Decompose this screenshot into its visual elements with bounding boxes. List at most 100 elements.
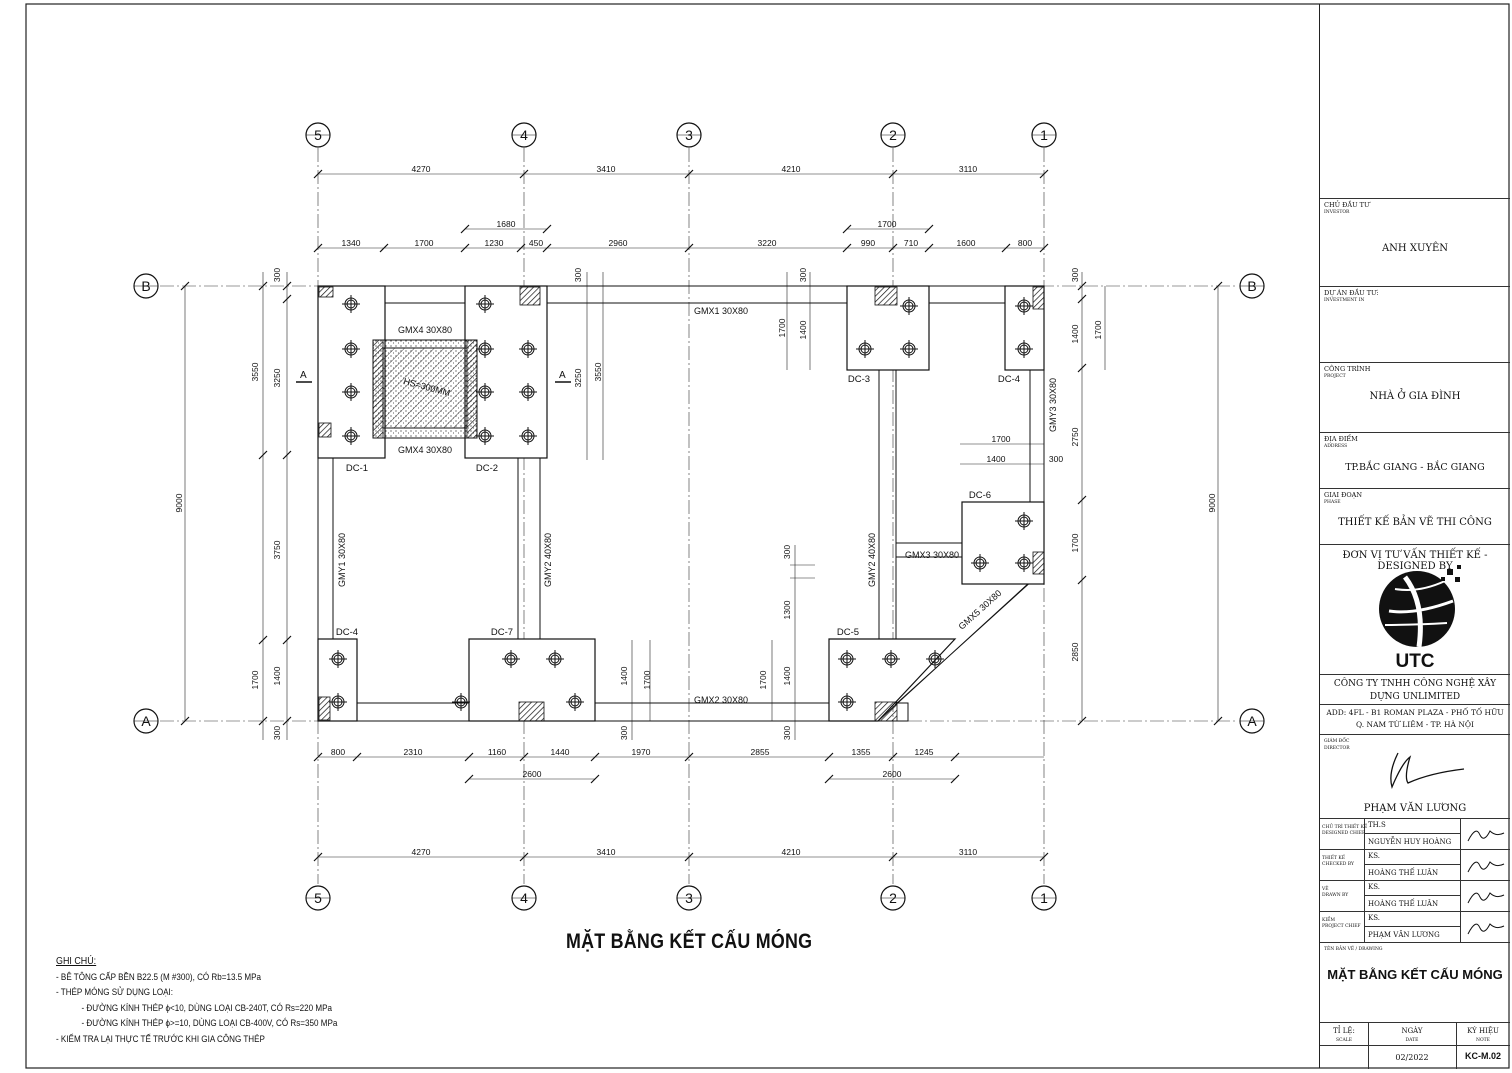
svg-text:3550: 3550	[250, 362, 260, 381]
signature-icon	[1467, 861, 1505, 873]
axis-bubble-a-right: A	[1239, 708, 1265, 734]
label-gmy2-left: GMY2 40X80	[543, 533, 553, 587]
pile-mark	[452, 693, 470, 711]
note-line-2: - THÉP MÓNG SỬ DỤNG LOẠI:	[56, 987, 173, 998]
label-gmx1: GMX1 30X80	[694, 306, 748, 316]
dim-bot-4: 3110	[959, 847, 978, 857]
label-dc4-top: DC-4	[998, 374, 1020, 385]
pile-mark	[1015, 297, 1033, 315]
investment-label: DỰ ÁN ĐẦU TƯ:	[1324, 289, 1379, 297]
axis-bubble-3-top: 3	[676, 122, 702, 148]
role-name: PHẠM VĂN LƯƠNG	[1368, 931, 1440, 939]
label-gmx4-bottom: GMX4 30X80	[398, 445, 452, 455]
pile-mark	[329, 693, 347, 711]
address-sub: ADDRESS	[1324, 444, 1348, 449]
svg-text:300: 300	[272, 726, 282, 740]
dim-d2: 1700	[415, 238, 434, 248]
dim-b5: 1970	[632, 747, 651, 757]
dim-d8: 710	[904, 238, 918, 248]
svg-text:300: 300	[573, 268, 583, 282]
pile-mark	[900, 297, 918, 315]
designer-label: ĐƠN VỊ TƯ VẤN THIẾT KẾ - DESIGNED BY	[1342, 550, 1488, 572]
note-line-4: - ĐƯỜNG KÍNH THÉP ϕ>=10, DÙNG LOẠI CB-40…	[81, 1018, 338, 1029]
dim-d4: 450	[529, 238, 543, 248]
svg-text:B: B	[141, 278, 150, 294]
investment-sub: INVESTMENT IN	[1324, 298, 1365, 303]
pile-mark	[519, 383, 537, 401]
svg-text:1700: 1700	[758, 670, 768, 689]
svg-text:300: 300	[1070, 268, 1080, 282]
grid-lines	[160, 148, 1238, 884]
pile-mark	[856, 340, 874, 358]
svg-text:2: 2	[889, 127, 897, 143]
section-marks: A A	[296, 370, 571, 383]
footing-labels: DC-1 DC-2 DC-3 DC-4 DC-6 DC-4 DC-7 DC-5	[336, 374, 1020, 638]
label-dc6: DC-6	[969, 490, 991, 501]
label-gmy3: GMY3 30X80	[1048, 378, 1058, 432]
dim-top-1: 4270	[412, 164, 431, 174]
dimension-texts: 4270 3410 4210 3110 1680 1700 1340 1700 …	[331, 164, 1063, 857]
svg-text:1: 1	[1040, 890, 1048, 906]
dim-bot-2: 3410	[597, 847, 616, 857]
axis-bubble-3-bottom: 3	[676, 885, 702, 911]
company-address-1: ADD: 4FL - B1 ROMAN PLAZA - PHỐ TỐ HỮU	[1326, 708, 1504, 717]
label-dc4-bottom: DC-4	[336, 627, 358, 638]
pile-mark	[926, 650, 944, 668]
label-dc2: DC-2	[476, 463, 498, 474]
beam-gmx1	[317, 285, 1045, 304]
pile-mark	[838, 650, 856, 668]
svg-text:300: 300	[272, 268, 282, 282]
axis-bubble-b-right: B	[1239, 273, 1265, 299]
date-label: NGÀY	[1401, 1027, 1423, 1035]
axis-bubble-2-top: 2	[880, 122, 906, 148]
svg-text:A: A	[300, 370, 307, 381]
dim-dc6-1400: 1400	[987, 454, 1006, 464]
svg-text:3250: 3250	[272, 368, 282, 387]
director-signature-icon	[1390, 752, 1465, 789]
svg-text:B: B	[1247, 278, 1256, 294]
label-gmx2: GMX2 30X80	[694, 695, 748, 705]
scale-sub: SCALE	[1335, 1038, 1353, 1043]
label-dc7: DC-7	[491, 627, 513, 638]
role-title: TH.S	[1368, 821, 1386, 829]
label-gmx4-top: GMX4 30X80	[398, 325, 452, 335]
sheet-border	[25, 3, 1510, 1069]
dim-top-2: 3410	[597, 164, 616, 174]
pile-mark	[971, 554, 989, 572]
project-label: CÔNG TRÌNH	[1324, 365, 1371, 373]
director-sub: DIRECTOR	[1324, 746, 1350, 751]
beam-gmx2	[317, 702, 909, 722]
grid-bubbles: 5 4 3 2 1 5 4 3 2 1 B B A A	[133, 122, 1265, 911]
dim-top-1680: 1680	[497, 219, 516, 229]
utc-logo-icon	[1379, 565, 1461, 648]
investor-sub: INVESTOR	[1324, 210, 1350, 215]
svg-text:2750: 2750	[1070, 427, 1080, 446]
dim-d10: 800	[1018, 238, 1032, 248]
pile-mark	[476, 295, 494, 313]
pile-mark	[342, 383, 360, 401]
pile-mark	[342, 427, 360, 445]
dim-left-9000: 9000	[174, 493, 184, 512]
pile-mark	[1015, 340, 1033, 358]
dim-bot-1: 4270	[412, 847, 431, 857]
date-sub: DATE	[1405, 1038, 1419, 1043]
label-gmx5: GMX5 30X80	[957, 588, 1004, 632]
svg-text:A: A	[559, 370, 566, 381]
drawing-name: MẶT BẰNG KẾT CẤU MÓNG	[1327, 967, 1503, 982]
dim-d6: 3220	[758, 238, 777, 248]
dim-top-4: 3110	[959, 164, 978, 174]
svg-text:300: 300	[782, 726, 792, 740]
address-label: ĐỊA ĐIỂM	[1324, 435, 1358, 443]
signature-icon	[1467, 923, 1505, 935]
scale-label: TỈ LỆ:	[1333, 1027, 1355, 1035]
note-line-3: - ĐƯỜNG KÍNH THÉP ϕ<10, DÙNG LOẠI CB-240…	[81, 1002, 333, 1014]
svg-text:4: 4	[520, 127, 528, 143]
pile-mark	[502, 650, 520, 668]
svg-text:300: 300	[619, 726, 629, 740]
dimension-ticks	[180, 169, 1223, 862]
dim-b7: 1355	[852, 747, 871, 757]
role-title: KS.	[1368, 852, 1381, 860]
